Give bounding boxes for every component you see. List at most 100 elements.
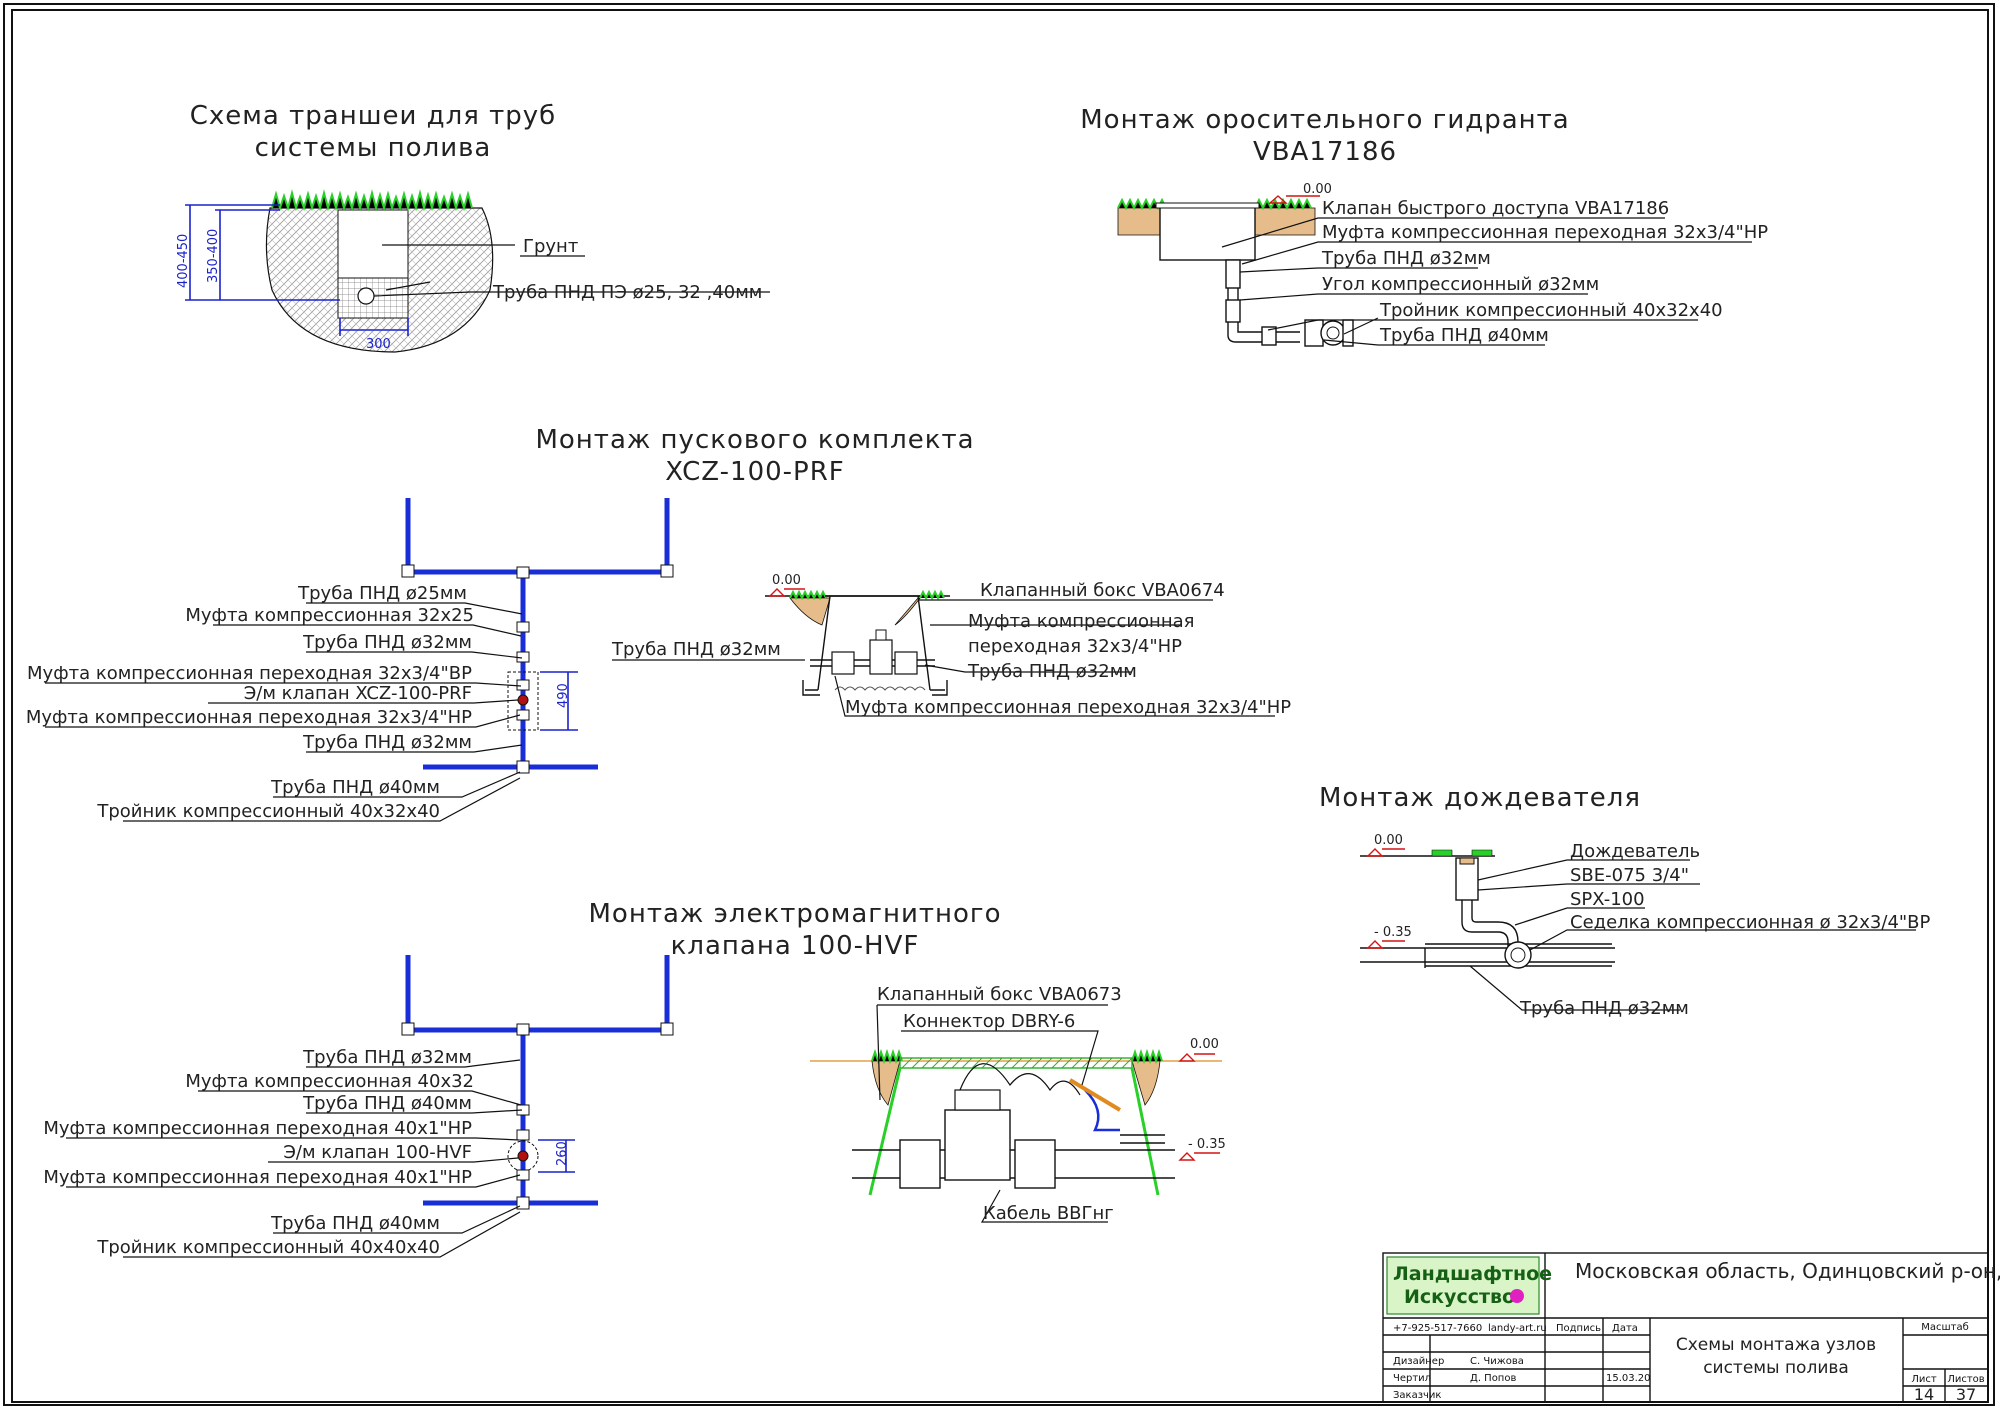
starter-box-level: 0.00 [772,573,801,588]
trench-title-line2: системы полива [255,133,492,163]
sheet-title-line1: Схемы монтажа узлов [1676,1335,1876,1355]
trench-dim-1: 400-450 [176,234,191,288]
valve-title-line2: клапана 100-HVF [671,931,920,961]
hydrant-title-line1: Монтаж оросительного гидранта [1080,105,1569,135]
hydrant-label-5: Труба ПНД ø40мм [1379,325,1549,346]
starter-label-7: Труба ПНД ø40мм [270,777,440,798]
valve-label-1: Муфта компрессионная 40х32 [185,1071,474,1092]
valve-box-wires [959,1063,1081,1096]
title-block: Ландшафтное Искусство Московская область… [1382,1252,2000,1404]
sprinkler-label-2: SPX-100 [1570,889,1645,910]
role-1: Чертил [1393,1373,1431,1384]
starter-section: Монтаж пускового комплекта XCZ-100-PRF 4… [26,425,974,822]
grass-strip [271,189,473,212]
outer-frame [3,3,1995,1406]
trench-label-soil: Грунт [523,236,578,257]
sheet-title-line2: системы полива [1703,1358,1849,1378]
role-0: Дизайнер [1393,1356,1444,1367]
hydrant-soil-left [1117,207,1161,236]
valve-box-label-0: Клапанный бокс VBA0673 [877,984,1122,1005]
scale-label: Масштаб [1921,1322,1969,1333]
valve-label-2: Труба ПНД ø40мм [302,1093,472,1114]
gravel [834,686,926,691]
starter-box-left-label: Труба ПНД ø32мм [611,639,781,660]
valve-box-valve [944,1109,1011,1181]
trench-dim-3: 300 [366,337,391,352]
hydrant-label-2: Труба ПНД ø32мм [1321,248,1491,269]
sprinkler-bottom-label: Труба ПНД ø32мм [1519,998,1689,1019]
role-2: Заказчик [1393,1390,1441,1401]
hydrant-label-3: Угол компрессионный ø32мм [1322,274,1599,295]
valve-label-5: Муфта компрессионная переходная 40х1"НР [43,1167,472,1188]
hydrant-label-4: Тройник компрессионный 40х32х40 [1379,300,1723,321]
logo-dot [1510,1289,1524,1303]
valve-box-level-marker-bottom [1178,1152,1220,1161]
starter-label-5: Муфта компрессионная переходная 32х3/4"Н… [26,707,472,728]
col-sign: Подпись [1556,1323,1601,1334]
hydrant-box [1159,204,1256,261]
starter-box-label-3: Труба ПНД ø32мм [967,661,1137,682]
starter-box-label-0: Клапанный бокс VBA0674 [980,580,1225,601]
trench-dim-2: 350-400 [206,229,221,283]
starter-dim: 490 [556,683,571,708]
sprinkler-section: Монтаж дождевателя 0.00 - 0.35 Дождевате… [1319,783,1931,1019]
valve-box-bottom-label: Кабель ВВГнг [983,1203,1114,1224]
saddle [1504,941,1532,969]
valve-label-7: Тройник компрессионный 40х40х40 [96,1237,440,1258]
hydrant-level-marker [1268,195,1320,204]
hydrant-label-0: Клапан быстрого доступа VBA17186 [1322,198,1669,219]
sheets-total: 37 [1956,1385,1976,1404]
logo-line1: Ландшафтное [1393,1263,1552,1285]
starter-box-bottom-label: Муфта компрессионная переходная 32х3/4"Н… [845,697,1291,718]
hydrant-elbow [1227,322,1300,343]
sprinkler-level-top: 0.00 [1374,833,1403,848]
starter-box-label-2: переходная 32х3/4"НР [968,636,1182,657]
valve-box-label-1: Коннектор DBRY-6 [903,1011,1075,1032]
trench-dim-lines [185,204,340,301]
starter-label-2: Труба ПНД ø32мм [302,632,472,653]
starter-label-3: Муфта компрессионная переходная 32х3/4"В… [27,663,472,684]
starter-label-4: Э/м клапан XCZ-100-PRF [244,683,472,704]
valve-label-3: Муфта компрессионная переходная 40х1"НР [43,1118,472,1139]
inner-frame [11,9,1989,1403]
valve-dim: 260 [555,1141,570,1166]
trench-section: Схема траншеи для труб системы полива Гр… [176,101,770,353]
sprinkler-level-marker-bottom [1366,940,1405,949]
valve-box-level-bottom: - 0.35 [1188,1137,1226,1152]
valve-box-lid [899,1057,1133,1069]
starter-title-line2: XCZ-100-PRF [665,457,845,487]
hydrant-label-1: Муфта компрессионная переходная 32х3/4"Н… [1322,222,1768,243]
sprinkler-level-bottom: - 0.35 [1374,925,1412,940]
backfill [337,209,409,279]
website: landy-art.ru [1488,1323,1547,1334]
starter-box-label-1: Муфта компрессионная [968,611,1194,632]
sheets-label: Листов [1947,1374,1984,1385]
valve-box-walls [868,1067,1160,1196]
valve-label-0: Труба ПНД ø32мм [302,1047,472,1068]
starter-dim-lines [540,671,578,731]
valve-title-line1: Монтаж электромагнитного [589,899,1002,929]
valve-box-level-top: 0.00 [1190,1037,1219,1052]
trench-leaders [373,244,770,297]
sprinkler-label-1: SBE-075 3/4" [1570,865,1689,886]
trench-label-pipe: Труба ПНД ПЭ ø25, 32 ,40мм [492,282,762,303]
project-location: Московская область, Одинцовский р-он, [1575,1259,2000,1283]
valve-box-section: 0.00 - 0.35 Клапанный бокс VBA0673 Конне… [810,984,1226,1224]
valve-section: Монтаж электромагнитного клапана 100-HVF… [43,899,1002,1258]
starter-box-walls [817,595,931,691]
logo-line2: Искусство [1404,1286,1515,1308]
valve-box-level-marker-top [1178,1053,1215,1062]
sprinkler-label-3: Седелка компрессионная ø 32х3/4"ВР [1570,912,1931,933]
starter-label-1: Муфта компрессионная 32х25 [185,605,474,626]
valve-dim-lines [538,1139,575,1173]
starter-label-0: Труба ПНД ø25мм [297,583,467,604]
trench-pipe [357,287,375,305]
hydrant-title-line2: VBA17186 [1253,137,1397,167]
starter-label-8: Тройник компрессионный 40х32х40 [96,801,440,822]
col-date: Дата [1612,1323,1638,1334]
starter-title-line1: Монтаж пускового комплекта [535,425,974,455]
starter-label-6: Труба ПНД ø32мм [302,732,472,753]
valve-label-4: Э/м клапан 100-HVF [283,1142,472,1163]
swing-pipe [1461,900,1519,955]
